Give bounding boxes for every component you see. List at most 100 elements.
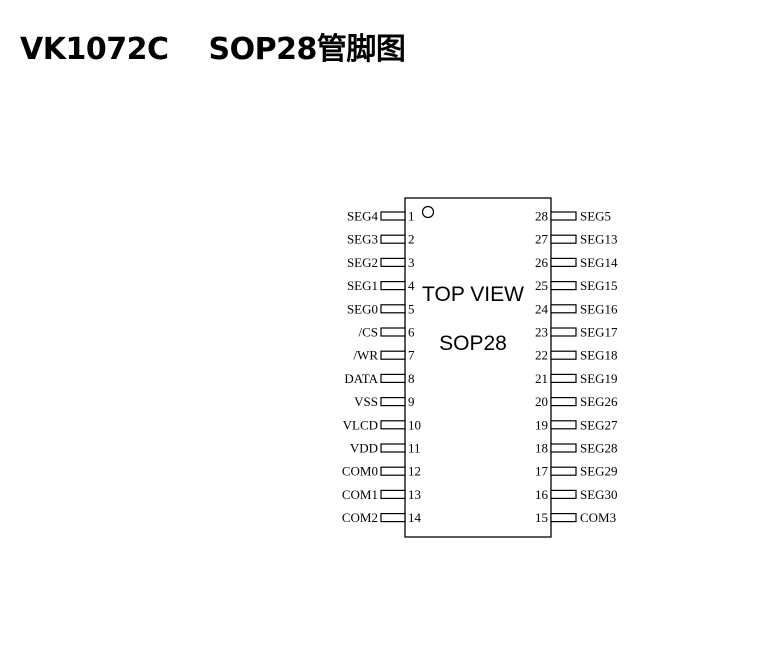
pin-20: SEG26 20: [535, 394, 618, 409]
pin-lead: [380, 281, 406, 291]
pin-number: 11: [408, 441, 421, 456]
pin-label: SEG19: [580, 371, 618, 386]
pin-number: 3: [408, 255, 415, 270]
pin-label: SEG28: [580, 441, 618, 456]
pin-11: VDD 11: [350, 441, 421, 456]
pin-lead: [550, 257, 577, 267]
pin-1: SEG4 1: [347, 209, 415, 224]
pin-lead: [550, 211, 577, 221]
pin-lead: [550, 234, 577, 244]
pin-number: 23: [535, 325, 548, 340]
pin-number: 26: [535, 255, 549, 270]
diagram-caption: SOP28管脚图: [208, 32, 406, 67]
pin-number: 12: [408, 464, 421, 479]
pin-lead: [380, 373, 406, 383]
pin-label: SEG26: [580, 394, 618, 409]
pin-lead: [550, 489, 577, 499]
pin-label: SEG2: [347, 255, 378, 270]
pin-label: SEG18: [580, 348, 618, 363]
pin-25: SEG15 25: [535, 278, 618, 293]
pin-number: 10: [408, 417, 421, 432]
pin-lead: [550, 304, 577, 314]
top-view-label: TOP VIEW: [422, 283, 524, 306]
pin-number: 16: [535, 487, 549, 502]
pin-9: VSS 9: [354, 394, 414, 409]
pin-label: VLCD: [343, 417, 378, 432]
pin-number: 2: [408, 232, 415, 247]
pin-lead: [550, 420, 577, 430]
package-label: SOP28: [439, 332, 507, 355]
pin-label: SEG27: [580, 417, 618, 432]
pin-lead: [550, 443, 577, 453]
chip-body: [404, 197, 552, 538]
pin-lead: [380, 466, 406, 476]
pin-number: 15: [535, 510, 548, 525]
pin-number: 28: [535, 209, 548, 224]
pin-label: SEG5: [580, 209, 611, 224]
pin-lead: [380, 327, 406, 337]
pin-lead: [380, 350, 406, 360]
pin-lead: [550, 373, 577, 383]
pin-label: COM0: [342, 464, 378, 479]
pin-26: SEG14 26: [535, 255, 618, 270]
pin-10: VLCD 10: [343, 417, 421, 432]
pin-number: 13: [408, 487, 421, 502]
pin-label: SEG1: [347, 278, 378, 293]
pin-number: 22: [535, 348, 548, 363]
pin-lead: [550, 512, 577, 523]
pin-label: DATA: [344, 371, 378, 386]
pin-number: 5: [408, 301, 415, 316]
pin-label: VDD: [350, 441, 378, 456]
pin-number: 9: [408, 394, 415, 409]
pin-label: SEG3: [347, 232, 378, 247]
pin-label: SEG14: [580, 255, 618, 270]
pin-13: COM1 13: [342, 487, 421, 502]
pin-number: 20: [535, 394, 548, 409]
pin-12: COM0 12: [342, 464, 421, 479]
pin-number: 24: [535, 301, 549, 316]
pin-22: SEG18 22: [535, 348, 618, 363]
pin-23: SEG17 23: [535, 325, 618, 340]
pin-number: 4: [408, 278, 415, 293]
pin-label: SEG16: [580, 301, 618, 316]
pin-label: COM1: [342, 487, 378, 502]
pin-lead: [550, 397, 577, 407]
pin-label: /CS: [358, 325, 378, 340]
pin-3: SEG2 3: [347, 255, 415, 270]
page-title: VK1072C SOP28管脚图: [20, 24, 406, 68]
pin-lead: [550, 350, 577, 360]
pin-18: SEG28 18: [535, 441, 618, 456]
pin-number: 25: [535, 278, 548, 293]
pin-label: /WR: [353, 348, 378, 363]
pin-number: 1: [408, 209, 415, 224]
pin-label: SEG17: [580, 325, 618, 340]
pin-lead: [380, 397, 406, 407]
pin-28: SEG5 28: [535, 209, 611, 224]
pin-lead: [380, 443, 406, 453]
pin-24: SEG16 24: [535, 301, 618, 316]
pin-label: SEG0: [347, 301, 378, 316]
pin-number: 7: [408, 348, 415, 363]
pin-number: 27: [535, 232, 549, 247]
pin-lead: [380, 512, 406, 523]
pin-27: SEG13 27: [535, 232, 618, 247]
pin-label: SEG29: [580, 464, 618, 479]
pin-label: SEG4: [347, 209, 379, 224]
pin-number: 8: [408, 371, 415, 386]
pin-2: SEG3 2: [347, 232, 415, 247]
pin-label: VSS: [354, 394, 378, 409]
pin-lead: [550, 466, 577, 476]
pin-number: 18: [535, 441, 548, 456]
pin-label: SEG15: [580, 278, 618, 293]
pin-label: SEG30: [580, 487, 618, 502]
pin-label: SEG13: [580, 232, 618, 247]
part-number: VK1072C: [20, 32, 169, 67]
pin-8: DATA 8: [344, 371, 414, 386]
